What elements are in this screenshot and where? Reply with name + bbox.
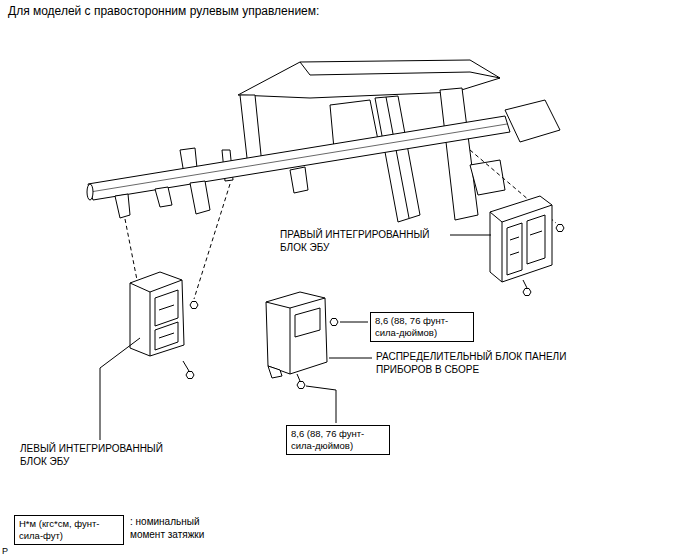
legend-text: : номинальный момент затяжки [130,516,222,541]
torque-value: 8,6 (88, 76 фунт-сила-дюймов) [375,315,469,339]
ecu-edge [150,292,151,356]
right-member [440,88,478,220]
leader-line [306,386,336,423]
connector-slot [527,215,545,264]
leader-line [450,235,491,236]
leader-line [329,358,372,359]
slot-detail [530,231,542,235]
torque-box: 8,6 (88, 76 фунт-сила-дюймов) [370,312,474,342]
ecu-body [130,272,184,356]
right-ecu [490,196,564,296]
connector-slot [507,223,522,275]
end-bracket [505,100,560,142]
bolt-shaft [297,374,300,381]
tube-highlight [90,124,507,192]
ecu-edge [130,280,182,292]
torque-box: 8,6 (88, 76 фунт-сила-дюймов) [286,425,390,455]
bolt-shaft [523,280,527,288]
block-body [266,292,327,374]
hanger [155,187,172,207]
ecu-body [490,196,552,282]
center-stay [375,96,420,222]
left-ecu [130,272,198,379]
nut [190,302,198,309]
nut [556,225,564,232]
dashed-line [194,184,230,299]
torque-value: Н*м (кгс*см, фунт-сила-фут) [19,518,119,542]
bolt-head [523,289,531,296]
nut [330,319,338,326]
part-name: ПРАВЫЙ ИНТЕГРИРОВАННЫЙ БЛОК ЭБУ [280,229,450,254]
dashed-line [125,219,137,280]
slot-detail [159,305,174,310]
ecu-edge [502,222,503,282]
instrument-panel-reinforcement [87,60,560,222]
connector-slot [155,290,178,326]
torque-value: 8,6 (88, 76 фунт-сила-дюймов) [291,428,385,452]
block-edge [266,298,325,308]
stay-edge [386,97,409,218]
main-tube [88,116,510,200]
legend-symbol-box: Н*м (кгс*см, фунт-сила-фут) [14,515,124,545]
part-name: РАСПРЕДЕЛИТЕЛЬНЫЙ БЛОК ПАНЕЛИ ПРИБОРОВ В… [376,351,591,376]
block-bracket [268,366,282,378]
part-name: ЛЕВЫЙ ИНТЕГРИРОВАННЫЙ БЛОК ЭБУ [20,443,190,468]
hanger [290,167,308,193]
bolt-shaft [183,361,189,371]
slot-detail [159,333,174,338]
figure-code: P [2,546,22,557]
slot-detail [510,252,519,255]
connector-slot [155,322,178,350]
crossbar-edge [300,62,500,78]
connector-slot [295,308,320,337]
bolt-head [186,372,194,379]
tube-end [87,184,93,200]
block-edge [290,308,291,374]
slot-detail [510,237,519,240]
leader-line [340,322,368,323]
hanger [190,181,210,214]
junction-block [266,292,338,389]
alignment-lines [125,150,556,299]
heading: Для моделей с правосторонним рулевым упр… [8,4,608,19]
leader-lines [100,235,491,440]
hanger [115,194,130,218]
bolt-head [297,382,305,389]
leader-line [100,338,140,440]
